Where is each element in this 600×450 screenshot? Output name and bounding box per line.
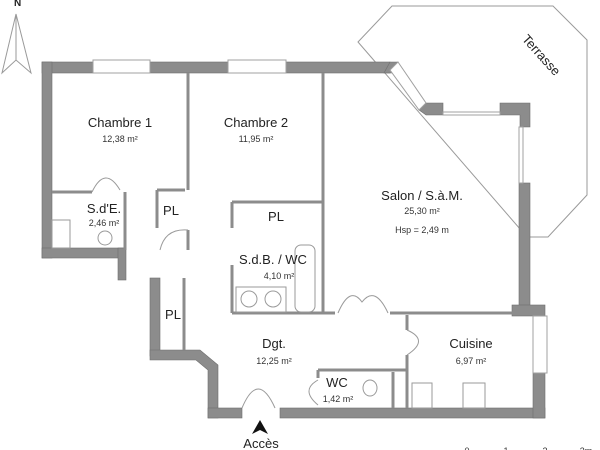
room-name-salon: Salon / S.à.M. <box>381 188 463 203</box>
scale-tick-0: 0 <box>464 446 469 450</box>
scale-tick-1: 1 <box>503 446 508 450</box>
scale-bar: 0 1 2 3m <box>464 446 592 450</box>
scale-tick-2: 2 <box>542 446 547 450</box>
room-name-chambre-1: Chambre 1 <box>88 115 152 130</box>
room-name-dgt: Dgt. <box>262 336 286 351</box>
room-area-chambre-2: 11,95 m² <box>239 134 274 144</box>
room-area-sde: 2,46 m² <box>89 218 120 228</box>
north-arrow-icon <box>1 13 32 75</box>
terrace-outline <box>357 5 588 238</box>
room-area-salon: 25,30 m² <box>404 206 440 216</box>
room-area-wc: 1,42 m² <box>323 394 354 404</box>
scale-tick-3: 3m <box>580 446 593 450</box>
room-name-wc: WC <box>326 375 348 390</box>
room-area-chambre-1: 12,38 m² <box>102 134 138 144</box>
entrance-arrow-icon <box>252 420 268 434</box>
room-name-chambre-2: Chambre 2 <box>224 115 288 130</box>
room-area-cuisine: 6,97 m² <box>456 356 487 366</box>
entrance-label: Accès <box>243 436 279 450</box>
walls <box>41 59 548 419</box>
room-area-sdb-wc: 4,10 m² <box>264 271 295 281</box>
room-name-cuisine: Cuisine <box>449 336 492 351</box>
room-area-dgt: 12,25 m² <box>256 356 292 366</box>
room-name-sdb-wc: S.d.B. / WC <box>239 252 307 267</box>
terrace-label: Terrasse <box>519 31 564 78</box>
closet-label-3: PL <box>165 307 181 322</box>
ceiling-height: Hsp = 2,49 m <box>395 225 449 235</box>
compass-label: N <box>14 0 21 9</box>
room-name-sde: S.d'E. <box>87 201 121 216</box>
closet-label-2: PL <box>268 209 284 224</box>
closet-label-1: PL <box>163 203 179 218</box>
